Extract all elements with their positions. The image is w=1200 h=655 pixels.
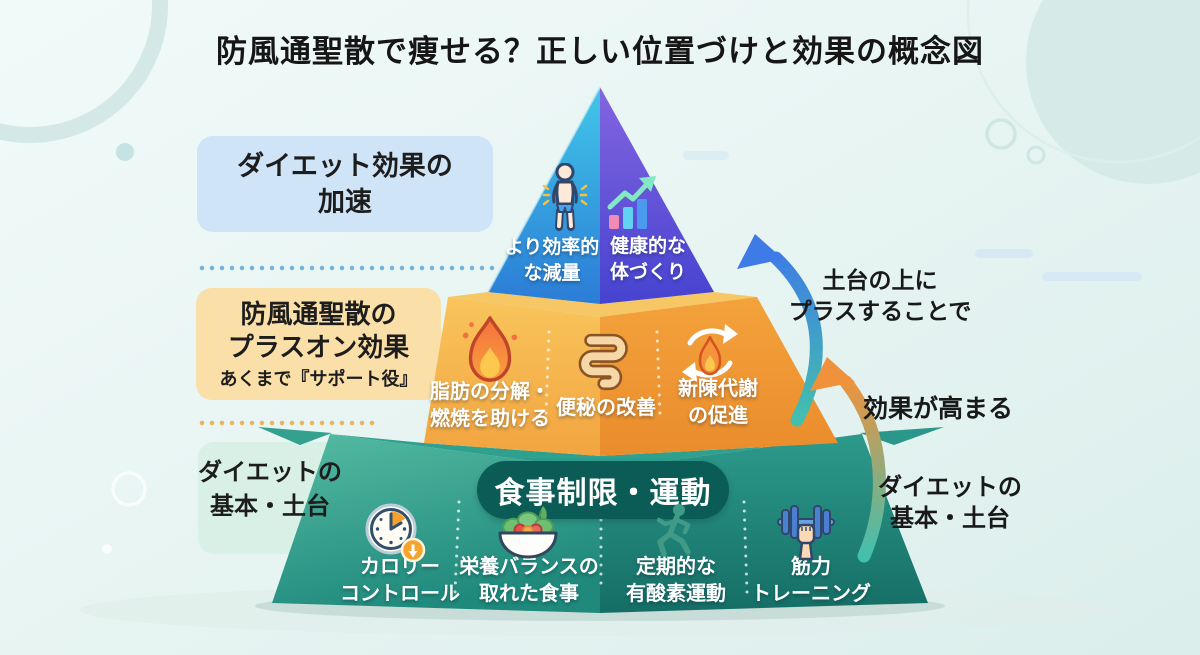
- speed-dash: [1042, 272, 1142, 281]
- metabolism-icon: [682, 324, 738, 382]
- dot-decoration-left: [116, 143, 134, 161]
- speed-dash: [975, 249, 1033, 258]
- flame-icon: [462, 316, 518, 382]
- label-line: ダイエットの: [198, 459, 342, 486]
- annotation-plus-on-base: 土台の上に プラスすることで: [755, 265, 1005, 327]
- label-note: あくまで『サポート役』: [219, 368, 418, 389]
- tier-top-item-label: 健康的な 体づくり: [558, 234, 738, 286]
- label-line: 加速: [318, 187, 372, 217]
- annotation-line: ダイエットの: [878, 474, 1022, 501]
- small-ring-right-2: [1026, 145, 1046, 165]
- label-line: の促進: [688, 405, 748, 427]
- small-ring-right: [985, 118, 1017, 150]
- annotation-line: プラスすることで: [788, 298, 972, 324]
- small-ring-bottom-left: [111, 471, 147, 507]
- label-line: 防風通聖散の: [240, 298, 397, 329]
- growth-chart-icon: [607, 176, 656, 229]
- slim-body-icon: [542, 163, 588, 231]
- label-line: トレーニング: [751, 583, 871, 605]
- annotation-line: 土台の上に: [822, 267, 938, 293]
- label-line: 健康的な: [609, 236, 686, 257]
- label-line: プラスオン効果: [227, 331, 410, 362]
- intestine-icon: [578, 333, 628, 391]
- speed-dash: [683, 151, 729, 160]
- clock-icon: [365, 503, 426, 563]
- label-line: 体づくり: [609, 262, 686, 283]
- salad-icon: [498, 506, 558, 559]
- annotation-line: 基本・土台: [890, 505, 1010, 532]
- label-box-diet-acceleration: ダイエット効果の 加速: [197, 136, 493, 232]
- annotation-effect-increases: 効果が高まる: [862, 395, 1013, 423]
- blue-arrow-head: [737, 234, 783, 269]
- dumbbell-icon: [777, 505, 835, 561]
- tier-bottom-right-wedge: [860, 427, 944, 445]
- tier-bottom-item-label: 筋力 トレーニング: [701, 554, 921, 608]
- runner-icon: [656, 504, 691, 557]
- label-diet-foundation-left: ダイエットの 基本・土台: [190, 456, 350, 524]
- annotation-diet-foundation-right: ダイエットの 基本・土台: [825, 472, 1075, 534]
- label-line: 基本・土台: [210, 493, 330, 520]
- page-title: 防風通聖散で痩せる？正しい位置づけと効果の概念図: [216, 34, 984, 69]
- ring-decoration-top-right: [966, 0, 1200, 164]
- label-line: ダイエット効果の: [237, 151, 453, 181]
- label-box-plus-on-effect: 防風通聖散の プラスオン効果 あくまで『サポート役』: [196, 288, 441, 400]
- small-dot-bottom-left: [102, 544, 112, 554]
